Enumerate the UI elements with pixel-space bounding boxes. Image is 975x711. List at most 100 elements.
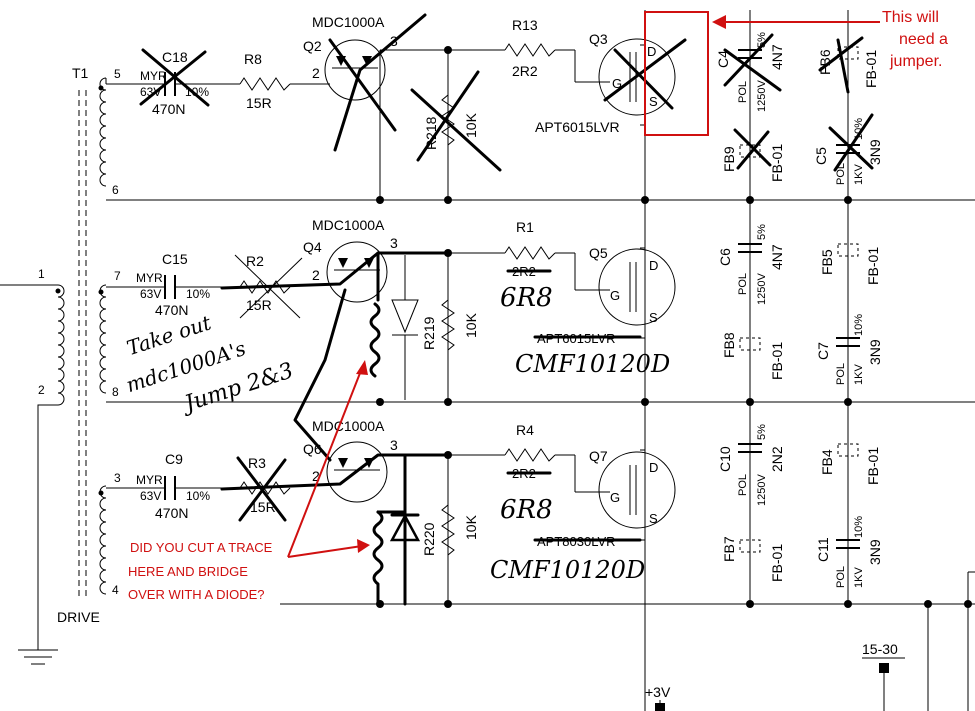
mosfet-q7: Q7 D G S APT8030LVR CMF10120D xyxy=(490,448,676,584)
svg-text:MYR: MYR xyxy=(140,69,167,83)
svg-text:Q6: Q6 xyxy=(303,441,322,457)
svg-text:POL: POL xyxy=(835,363,847,385)
svg-text:470N: 470N xyxy=(155,505,188,521)
svg-text:R220: R220 xyxy=(421,522,437,556)
svg-text:R1: R1 xyxy=(516,219,534,235)
transformer-t1: T1 1 2 DRIVE 5 6 7 8 3 4 xyxy=(0,65,121,665)
capacitor-c18: C18 MYR 63V 10% 470N xyxy=(140,49,209,117)
svg-text:2R2: 2R2 xyxy=(512,63,538,79)
rail-plus3v: +3V xyxy=(645,684,671,700)
jumper-note-line3: jumper. xyxy=(889,53,942,70)
svg-text:FB-01: FB-01 xyxy=(769,342,785,380)
svg-text:63V: 63V xyxy=(140,287,161,301)
svg-text:R218: R218 xyxy=(423,116,439,150)
bottom-stage: C9 MYR 63V 10% 470N R3 15R MDC1000A Q6 2… xyxy=(136,418,676,606)
resistor-r1: R1 2R2 6R8 xyxy=(500,219,556,313)
svg-text:G: G xyxy=(610,288,620,303)
resistor-r8: R8 15R xyxy=(239,51,291,111)
top-stage: C18 MYR 63V 10% 470N R8 15R MDC1000A Q2 … xyxy=(139,13,687,172)
svg-text:D: D xyxy=(649,258,658,273)
svg-text:POL: POL xyxy=(737,81,749,103)
svg-text:APT6015LVR: APT6015LVR xyxy=(535,119,620,135)
transformer-label: T1 xyxy=(72,65,89,81)
svg-text:FB5: FB5 xyxy=(819,249,835,275)
svg-text:2: 2 xyxy=(312,267,320,283)
diode-bottom xyxy=(372,453,421,606)
svg-text:10%: 10% xyxy=(853,516,865,538)
svg-text:MDC1000A: MDC1000A xyxy=(312,14,385,30)
svg-text:1KV: 1KV xyxy=(853,364,865,385)
svg-text:R4: R4 xyxy=(516,422,534,438)
pin-3: 3 xyxy=(114,471,121,485)
mid-stage: C15 MYR 63V 10% 470N R2 15R MDC1000A Q4 … xyxy=(136,217,676,462)
svg-text:POL: POL xyxy=(737,273,749,295)
mosfet-q3: Q3 D G S APT6015LVR xyxy=(535,31,676,135)
svg-text:POL: POL xyxy=(835,163,847,185)
svg-text:1250V: 1250V xyxy=(756,80,768,112)
resistor-r13: R13 2R2 xyxy=(504,17,556,79)
svg-text:R219: R219 xyxy=(421,316,437,350)
svg-text:63V: 63V xyxy=(140,489,161,503)
cap-c4: C4 5% POL 1250V 4N7 xyxy=(715,32,785,112)
ferrite-fb5: FB5 FB-01 xyxy=(819,243,881,285)
svg-text:470N: 470N xyxy=(155,302,188,318)
svg-text:FB4: FB4 xyxy=(819,449,835,475)
svg-text:3N9: 3N9 xyxy=(867,539,883,565)
svg-text:10K: 10K xyxy=(463,514,479,540)
svg-text:R3: R3 xyxy=(248,455,266,471)
svg-text:3: 3 xyxy=(390,437,398,453)
svg-text:C11: C11 xyxy=(815,537,831,562)
right-passives: C4 5% POL 1250V 4N7 FB6 FB-01 FB9 FB-01 … xyxy=(645,32,898,700)
svg-text:15R: 15R xyxy=(246,95,272,111)
svg-text:CMF10120D: CMF10120D xyxy=(515,350,670,378)
svg-text:10K: 10K xyxy=(463,112,479,138)
svg-text:G: G xyxy=(610,490,620,505)
jumper-note-line2: need a xyxy=(899,31,948,48)
svg-text:Q2: Q2 xyxy=(303,38,322,54)
svg-text:C18: C18 xyxy=(162,49,188,65)
svg-text:S: S xyxy=(649,94,658,109)
svg-text:R2: R2 xyxy=(246,253,264,269)
svg-text:2: 2 xyxy=(312,468,320,484)
pin-1: 1 xyxy=(38,267,45,281)
svg-text:FB-01: FB-01 xyxy=(769,544,785,582)
svg-text:6R8: 6R8 xyxy=(500,495,553,525)
cap-c5: C5 10% POL 1KV 3N9 xyxy=(813,113,883,185)
svg-text:D: D xyxy=(649,460,658,475)
svg-text:Q5: Q5 xyxy=(589,245,608,261)
cap-c11: C11 10% POL 1KV 3N9 xyxy=(815,516,883,588)
resistor-r3: R3 15R xyxy=(236,455,291,522)
pin-2: 2 xyxy=(38,383,45,397)
svg-text:Q4: Q4 xyxy=(303,239,322,255)
svg-text:3N9: 3N9 xyxy=(867,139,883,165)
svg-text:FB-01: FB-01 xyxy=(863,50,879,88)
resistor-r218: R218 10K xyxy=(423,94,479,150)
svg-text:MYR: MYR xyxy=(136,271,163,285)
cap-c7: C7 10% POL 1KV 3N9 xyxy=(815,314,883,385)
svg-text:3: 3 xyxy=(390,235,398,251)
svg-text:10%: 10% xyxy=(185,85,209,99)
svg-text:C5: C5 xyxy=(813,147,829,165)
svg-text:FB-01: FB-01 xyxy=(865,247,881,285)
svg-text:10%: 10% xyxy=(186,287,210,301)
svg-text:FB8: FB8 xyxy=(721,332,737,358)
driver-q4: MDC1000A Q4 2 3 xyxy=(303,217,398,303)
driver-q2: MDC1000A Q2 2 3 xyxy=(303,14,398,101)
resistor-r220: R220 10K xyxy=(421,504,479,556)
pin-5: 5 xyxy=(114,67,121,81)
svg-text:POL: POL xyxy=(835,566,847,588)
svg-text:1KV: 1KV xyxy=(853,567,865,588)
svg-text:MDC1000A: MDC1000A xyxy=(312,418,385,434)
svg-text:C10: C10 xyxy=(717,446,733,472)
svg-text:C15: C15 xyxy=(162,251,188,267)
svg-text:POL: POL xyxy=(737,474,749,496)
svg-text:D: D xyxy=(647,44,656,59)
pin-7: 7 xyxy=(114,269,121,283)
svg-text:6R8: 6R8 xyxy=(500,283,553,313)
svg-text:Q3: Q3 xyxy=(589,31,608,47)
svg-text:1KV: 1KV xyxy=(853,164,865,185)
rail-15-30: 15-30 xyxy=(862,641,898,657)
svg-text:10K: 10K xyxy=(463,312,479,338)
svg-text:FB7: FB7 xyxy=(721,536,737,562)
